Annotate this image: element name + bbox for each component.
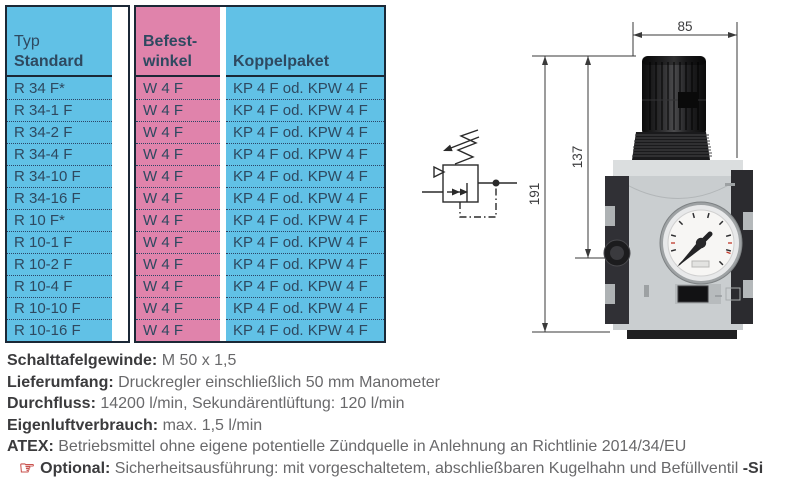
table-cell-winkel: W 4 F	[143, 79, 183, 97]
pressure-regulator-symbol-icon	[422, 129, 517, 218]
spec-label: Lieferumfang:	[7, 373, 114, 391]
table-cell-typ: R 34-10 F	[7, 165, 112, 187]
pressure-gauge	[659, 201, 743, 285]
table-cell-typ: R 34-16 F	[7, 187, 112, 209]
table-cell-winkel: W 4 F	[136, 187, 220, 209]
header-typ: Typ	[14, 33, 40, 50]
table-cell-winkel: W 4 F	[136, 275, 220, 297]
table-cell-typ: R 34-2 F	[7, 121, 112, 143]
gauge-needle	[677, 240, 705, 267]
table-cell-winkel: W 4 F	[136, 231, 220, 253]
header-standard: Standard	[14, 53, 84, 70]
regulator-product-image	[603, 56, 753, 339]
column-header-koppelpaket: Koppelpaket	[226, 7, 384, 77]
spec-bold-suffix: -Si	[738, 459, 764, 477]
table-cell-koppel: KP 4 F od. KPW 4 F	[233, 79, 368, 97]
table-cell-typ: R 10-4 F	[7, 275, 112, 297]
table-cell-koppel: KP 4 F od. KPW 4 F	[226, 319, 384, 341]
table-cell-koppel: KP 4 F od. KPW 4 F	[226, 275, 384, 297]
column-header-befestwinkel: Befest- winkel	[136, 7, 220, 77]
table-cell-typ: R 34-4 F	[7, 143, 112, 165]
column-gap	[220, 7, 226, 341]
table-cell-koppel: KP 4 F od. KPW 4 F	[226, 165, 384, 187]
table-cell-winkel: W 4 F	[136, 143, 220, 165]
spec-line: Lieferumfang: Druckregler einschließlich…	[7, 373, 440, 391]
gauge-brand-label	[691, 260, 710, 268]
header-befest: Befest-	[143, 33, 198, 50]
table-cell-winkel: W 4 F	[136, 121, 220, 143]
spec-label: Eigenluftverbrauch:	[7, 416, 159, 434]
column-header-typ: Typ Standard	[7, 7, 112, 77]
spec-label: Optional:	[40, 459, 111, 477]
table-cell-typ: R 10-2 F	[7, 253, 112, 275]
table-cell-koppel: KP 4 F od. KPW 4 F	[226, 297, 384, 319]
table-cell-koppel: KP 4 F od. KPW 4 F	[226, 231, 384, 253]
table-cell-typ: R 10 F*	[7, 209, 112, 231]
table-cell-typ: R 34-1 F	[7, 99, 112, 121]
table-cell-winkel: W 4 F	[136, 165, 220, 187]
table-cell-koppel: KP 4 F od. KPW 4 F	[226, 253, 384, 275]
table-cell-koppel: KP 4 F od. KPW 4 F	[226, 121, 384, 143]
spec-line: Eigenluftverbrauch: max. 1,5 l/min	[7, 416, 263, 434]
table-cell-winkel: W 4 F	[136, 209, 220, 231]
spec-line: ATEX: Betriebsmittel ohne eigene potenti…	[7, 438, 687, 455]
spec-line: ☞Optional: Sicherheitsausführung: mit vo…	[19, 457, 764, 478]
column-gap	[112, 7, 128, 341]
spec-line: Schalttafelgewinde: M 50 x 1,5	[7, 352, 237, 369]
table-cell-typ: R 10-16 F	[7, 319, 112, 341]
pointing-hand-icon: ☞	[19, 457, 36, 478]
sight-window	[677, 285, 709, 303]
table-cell-winkel: W 4 F	[136, 99, 220, 121]
table-cell-winkel: W 4 F	[136, 319, 220, 341]
spec-label: Durchfluss:	[7, 395, 96, 412]
dimension-total-height-label: 191	[527, 183, 542, 206]
table-cell-winkel: W 4 F	[136, 253, 220, 275]
spec-line: Durchfluss: 14200 l/min, Sekundärentlüft…	[7, 395, 405, 412]
spec-label: ATEX:	[7, 438, 54, 455]
table-cell-typ: R 34 F*	[14, 79, 65, 97]
table-cell-koppel: KP 4 F od. KPW 4 F	[226, 143, 384, 165]
table-cell-winkel: W 4 F	[136, 297, 220, 319]
table-cell-typ: R 10-10 F	[7, 297, 112, 319]
table-cell-koppel: KP 4 F od. KPW 4 F	[226, 99, 384, 121]
dimension-width-label: 85	[677, 19, 692, 34]
table-cell-koppel: KP 4 F od. KPW 4 F	[226, 187, 384, 209]
dimension-lines	[532, 22, 738, 333]
table-cell-typ: R 10-1 F	[7, 231, 112, 253]
technical-drawing: 85 191 137	[422, 19, 753, 339]
spec-label: Schalttafelgewinde:	[7, 352, 158, 369]
table-cell-koppel: KP 4 F od. KPW 4 F	[226, 209, 384, 231]
header-koppelpaket: Koppelpaket	[233, 53, 330, 70]
header-winkel: winkel	[143, 53, 192, 70]
dimension-mid-height-label: 137	[570, 146, 585, 169]
